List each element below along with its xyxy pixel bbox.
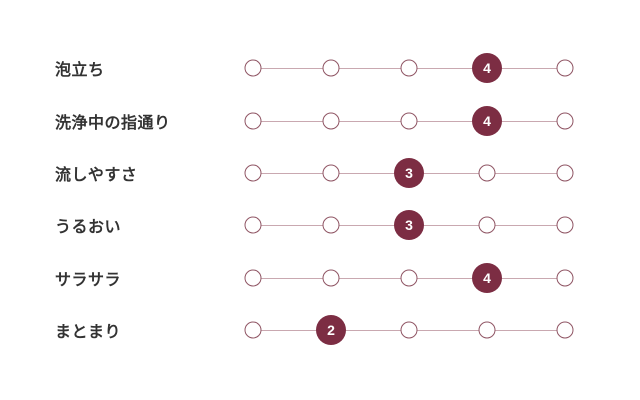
scale-dot-filled: 3 (394, 157, 424, 188)
scale-dot-empty (322, 59, 340, 77)
scale-dot-empty (400, 321, 418, 339)
scale-dot-empty (556, 321, 574, 339)
scale-dot-empty (400, 112, 418, 130)
scale-dot-filled: 2 (316, 315, 346, 346)
rating-label: 泡立ち (55, 62, 105, 80)
scale-dot-empty (556, 216, 574, 234)
scale-dot-empty (244, 216, 262, 234)
scale-dot-empty (556, 59, 574, 77)
rating-row-awadachi: 泡立ち 4 (0, 42, 640, 94)
scale-dot-empty (556, 164, 574, 182)
scale-dot-empty (244, 269, 262, 287)
scale-dot-empty (478, 164, 496, 182)
rating-scale: 3 (244, 147, 574, 199)
scale-dot-empty (322, 164, 340, 182)
scale-dot-empty (244, 112, 262, 130)
rating-label: 洗浄中の指通り (55, 114, 171, 132)
scale-dot-filled: 4 (472, 105, 502, 136)
scale-dot-empty (478, 321, 496, 339)
scale-dot-empty (556, 112, 574, 130)
rating-label: まとまり (55, 324, 122, 342)
rating-scale: 4 (244, 252, 574, 304)
rating-row-uruoi: うるおい 3 (0, 199, 640, 251)
rating-scale: 3 (244, 199, 574, 251)
scale-dot-empty (322, 269, 340, 287)
rating-rows: 泡立ち 4 洗浄中の指通り 4 流しやすさ 3 うるおい 3 サラサラ (0, 42, 640, 356)
scale-dot-filled: 4 (472, 53, 502, 84)
rating-label: 流しやすさ (55, 166, 138, 184)
scale-dot-empty (400, 59, 418, 77)
scale-dot-filled: 4 (472, 262, 502, 293)
rating-row-senjochu-no-yubidori: 洗浄中の指通り 4 (0, 94, 640, 146)
scale-dot-empty (244, 321, 262, 339)
rating-label: うるおい (55, 219, 122, 237)
scale-dot-empty (322, 112, 340, 130)
rating-scale: 4 (244, 94, 574, 146)
rating-row-matomari: まとまり 2 (0, 304, 640, 356)
rating-scale: 4 (244, 42, 574, 94)
rating-scale: 2 (244, 304, 574, 356)
scale-dot-empty (400, 269, 418, 287)
scale-dot-empty (244, 59, 262, 77)
scale-dot-empty (244, 164, 262, 182)
rating-label: サラサラ (55, 271, 122, 289)
scale-dot-filled: 3 (394, 210, 424, 241)
rating-row-nagashiyasusa: 流しやすさ 3 (0, 147, 640, 199)
scale-dot-empty (556, 269, 574, 287)
scale-dot-empty (478, 216, 496, 234)
scale-dot-empty (322, 216, 340, 234)
rating-row-sarasara: サラサラ 4 (0, 252, 640, 304)
